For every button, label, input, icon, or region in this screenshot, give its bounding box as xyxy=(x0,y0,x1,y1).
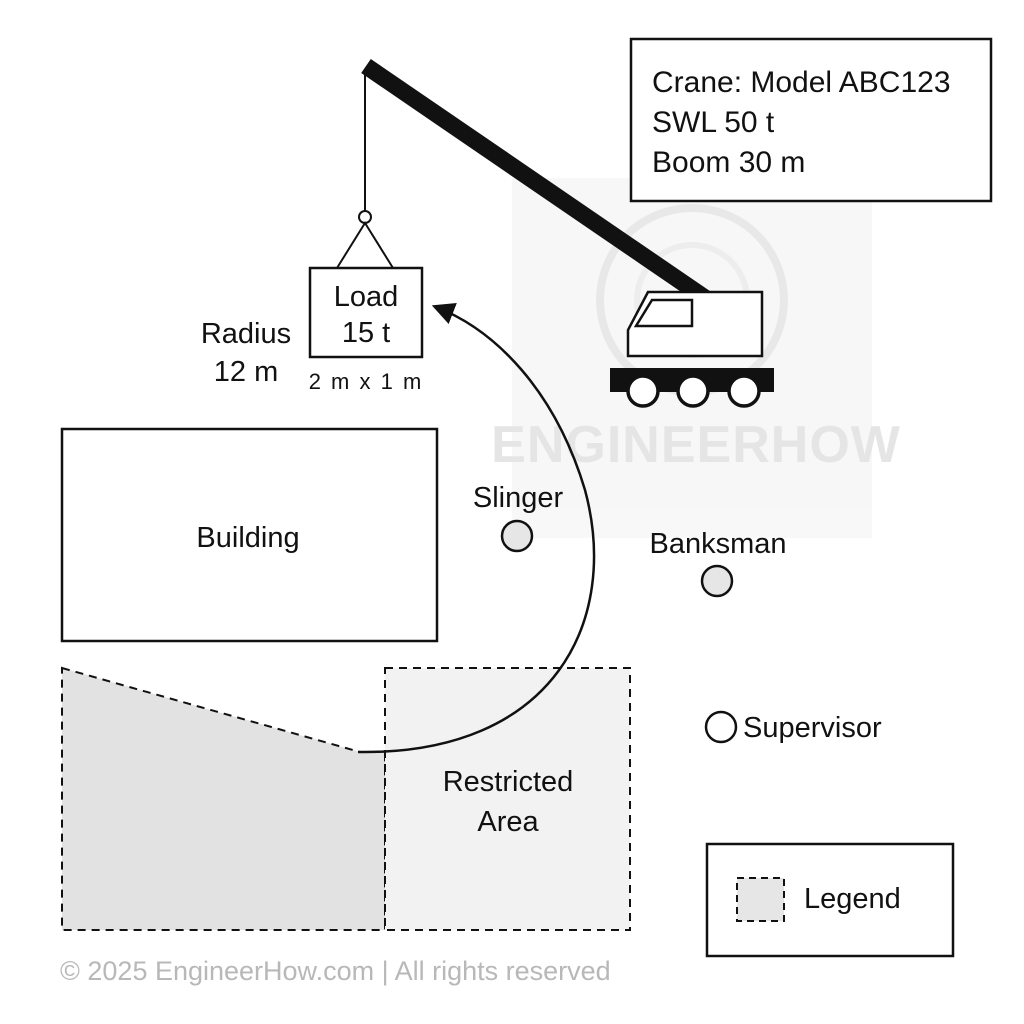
restricted-area-label-line1: Restricted xyxy=(443,766,574,798)
crane-wheel xyxy=(727,374,761,408)
crane-model: Crane: Model ABC123 xyxy=(652,66,951,99)
restricted-area: Restricted Area xyxy=(384,667,631,931)
copyright-footer: © 2025 EngineerHow.com | All rights rese… xyxy=(60,956,611,986)
hoist-rigging xyxy=(336,72,394,269)
shaded-exclusion-zone xyxy=(61,666,386,931)
radius-label-line1: Radius xyxy=(201,318,291,350)
restricted-area-outline xyxy=(384,667,631,931)
legend-label: Legend xyxy=(804,883,901,915)
banksman-label: Banksman xyxy=(649,528,786,560)
supervisor: Supervisor xyxy=(704,710,882,744)
building-label: Building xyxy=(196,522,299,554)
building: Building xyxy=(60,427,439,643)
crane-boom-length: Boom 30 m xyxy=(652,146,805,179)
load-title: Load xyxy=(334,281,399,313)
legend: Legend xyxy=(705,842,955,958)
radius-label: Radius 12 m xyxy=(201,318,291,388)
crane-boom xyxy=(361,58,713,308)
load-box xyxy=(308,266,424,359)
watermark-text: ENGINEERHOW xyxy=(491,416,901,474)
crane-wheel xyxy=(626,374,660,408)
crane xyxy=(361,58,774,408)
crane-swl: SWL 50 t xyxy=(652,106,775,139)
banksman-marker xyxy=(700,564,734,598)
load-weight: 15 t xyxy=(342,317,390,349)
watermark: ENGINEERHOW xyxy=(491,178,901,538)
load: Load 15 t 2 m x 1 m xyxy=(308,266,424,394)
slinger-label: Slinger xyxy=(473,482,564,514)
supervisor-marker xyxy=(704,710,738,744)
radius-label-line2: 12 m xyxy=(214,356,278,388)
building-outline xyxy=(60,427,439,643)
banksman: Banksman xyxy=(649,528,787,598)
restricted-area-label-line2: Area xyxy=(477,806,539,838)
crane-wheel xyxy=(676,374,710,408)
slinger: Slinger xyxy=(473,482,564,553)
supervisor-label: Supervisor xyxy=(743,712,882,744)
slinger-marker xyxy=(500,519,534,553)
slew-path-arrow xyxy=(357,303,596,754)
crane-info-box: Crane: Model ABC123 SWL 50 t Boom 30 m xyxy=(629,37,993,203)
legend-swatch xyxy=(736,877,785,922)
sling xyxy=(336,221,394,269)
crane-cab-window xyxy=(633,298,694,328)
load-size: 2 m x 1 m xyxy=(309,369,424,394)
